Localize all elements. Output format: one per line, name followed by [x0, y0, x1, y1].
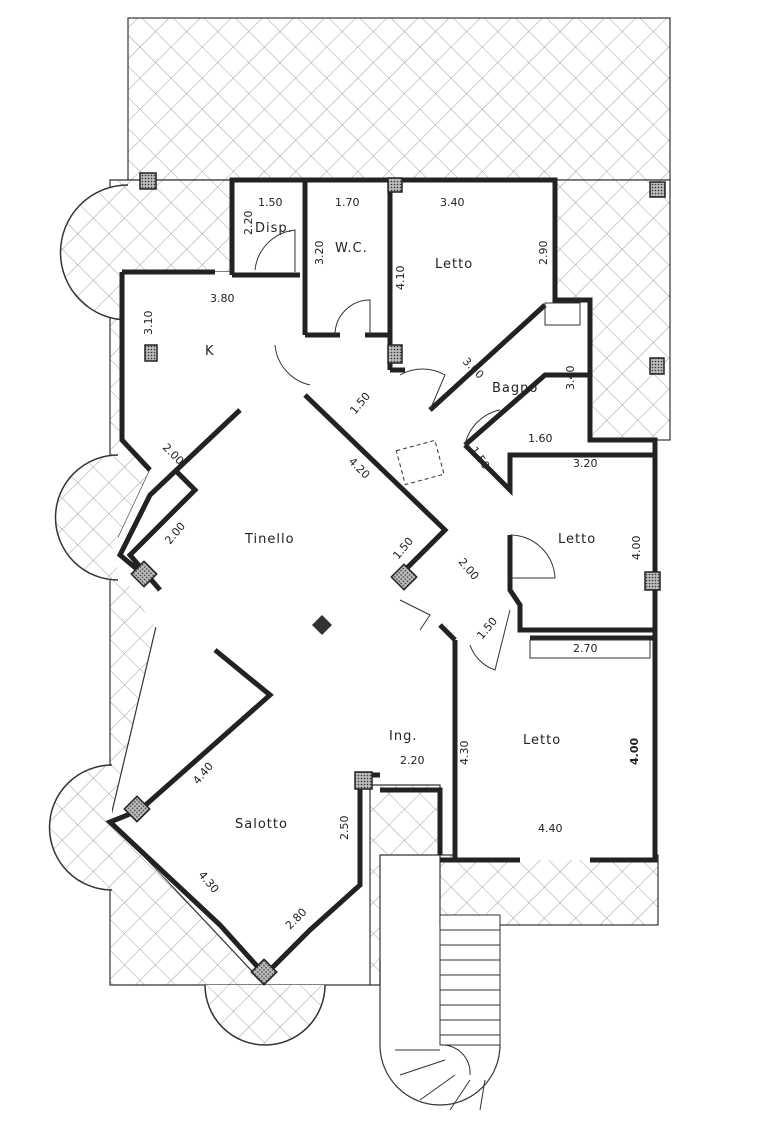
- dim-label: 1.50: [258, 196, 283, 209]
- room-disp: Disp.: [255, 221, 293, 236]
- dim-label: 1.70: [335, 196, 360, 209]
- room-tinello: Tinello: [244, 532, 295, 547]
- columns: [123, 172, 666, 986]
- dim-label: 3.20: [313, 241, 326, 266]
- room-ingresso: Ing.: [389, 729, 417, 744]
- dim-label: 3.40: [564, 366, 577, 391]
- doors: [254, 229, 651, 671]
- dim-label: 2.70: [573, 642, 598, 655]
- dim-label: 3.40: [440, 196, 465, 209]
- dim-label: 2.20: [242, 211, 255, 236]
- room-letto-bottom: Letto: [523, 733, 561, 748]
- room-k: K: [205, 344, 215, 359]
- dim-label: 4.10: [394, 266, 407, 291]
- dim-label: 3.80: [210, 292, 235, 305]
- room-wc: W.C.: [335, 241, 368, 256]
- dim-label: 2.90: [537, 241, 550, 266]
- room-labels: Disp. W.C. Letto K Bagno Tinello Letto L…: [205, 221, 596, 832]
- terrace-top: [127, 17, 671, 181]
- dim-label: 4.00: [628, 738, 641, 765]
- dim-label: 3.20: [573, 457, 598, 470]
- staircase: [379, 914, 501, 1111]
- room-bagno: Bagno: [492, 381, 538, 396]
- dim-label: 3.10: [142, 311, 155, 336]
- dim-label: 4.30: [458, 741, 471, 766]
- dim-label: 2.20: [400, 754, 425, 767]
- dim-label: 1.60: [528, 432, 553, 445]
- dim-label: 2.50: [338, 816, 351, 841]
- room-letto-mid: Letto: [558, 532, 596, 547]
- dim-label: 4.00: [630, 536, 643, 561]
- room-letto-top: Letto: [435, 257, 473, 272]
- dim-label: 4.40: [538, 822, 563, 835]
- room-salotto: Salotto: [235, 817, 288, 832]
